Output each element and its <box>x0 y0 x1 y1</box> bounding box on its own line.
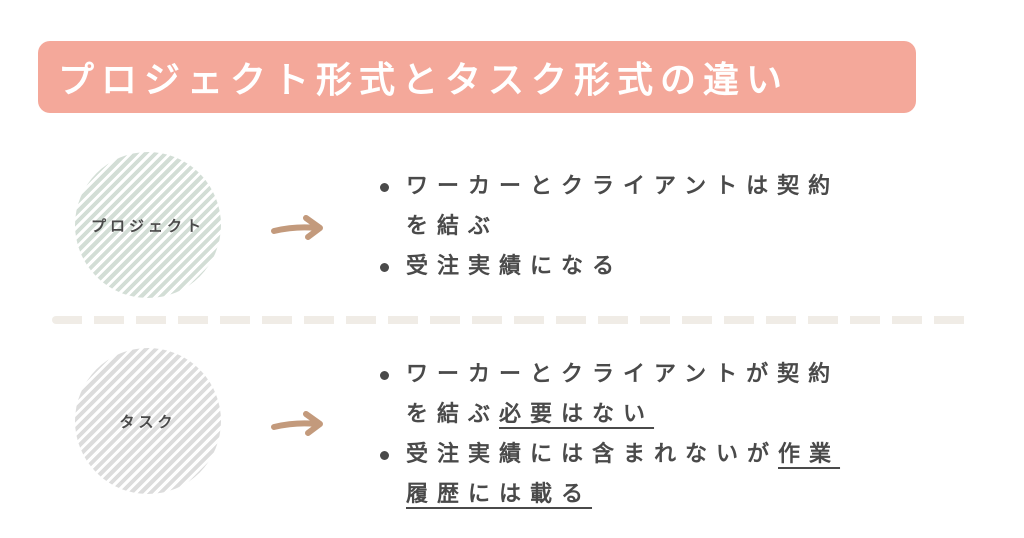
bullet-text-line: 受注実績には含まれないが作業 <box>406 435 840 475</box>
bullet-dot-icon <box>380 371 389 380</box>
list-item: 受注実績には含まれないが作業 履歴には載る <box>378 435 840 515</box>
bullet-text-line: を結ぶ必要はない <box>406 395 840 435</box>
bullet-text: を結ぶ <box>406 402 500 427</box>
list-item: ワーカーとクライアントが契約 を結ぶ必要はない <box>378 355 840 435</box>
bullet-text: 受注実績になる <box>406 254 624 279</box>
bullet-text: を結ぶ <box>406 214 500 239</box>
task-bullet-list: ワーカーとクライアントが契約 を結ぶ必要はない 受注実績には含まれないが作業 履… <box>378 355 840 515</box>
project-bullet-list: ワーカーとクライアントは契約 を結ぶ 受注実績になる <box>378 167 839 287</box>
bullet-text: ワーカーとクライアントは契約 <box>406 174 840 199</box>
bullet-text-underlined: 必要はない <box>499 402 655 427</box>
title-banner: プロジェクト形式とタスク形式の違い <box>38 41 916 113</box>
bullet-dot-icon <box>380 451 389 460</box>
bullet-text-underlined: 履歴には載る <box>406 482 593 507</box>
bullet-dot-icon <box>380 183 389 192</box>
list-item: 受注実績になる <box>378 247 839 287</box>
bullet-text-underlined: 作業 <box>778 442 841 467</box>
bullet-text-line: 履歴には載る <box>406 475 840 515</box>
bullet-text: ワーカーとクライアントが契約 <box>406 362 840 387</box>
right-arrow-icon <box>271 411 323 436</box>
right-arrow-icon <box>271 215 323 240</box>
bullet-text: 受注実績には含まれないが <box>406 442 779 467</box>
bullet-dot-icon <box>380 263 389 272</box>
page-title: プロジェクト形式とタスク形式の違い <box>58 60 790 101</box>
dashed-divider <box>52 316 972 324</box>
project-circle: プロジェクト <box>75 152 221 298</box>
task-label: タスク <box>119 412 177 431</box>
project-label: プロジェクト <box>90 216 205 235</box>
task-circle: タスク <box>75 348 221 494</box>
list-item: ワーカーとクライアントは契約 を結ぶ <box>378 167 839 247</box>
